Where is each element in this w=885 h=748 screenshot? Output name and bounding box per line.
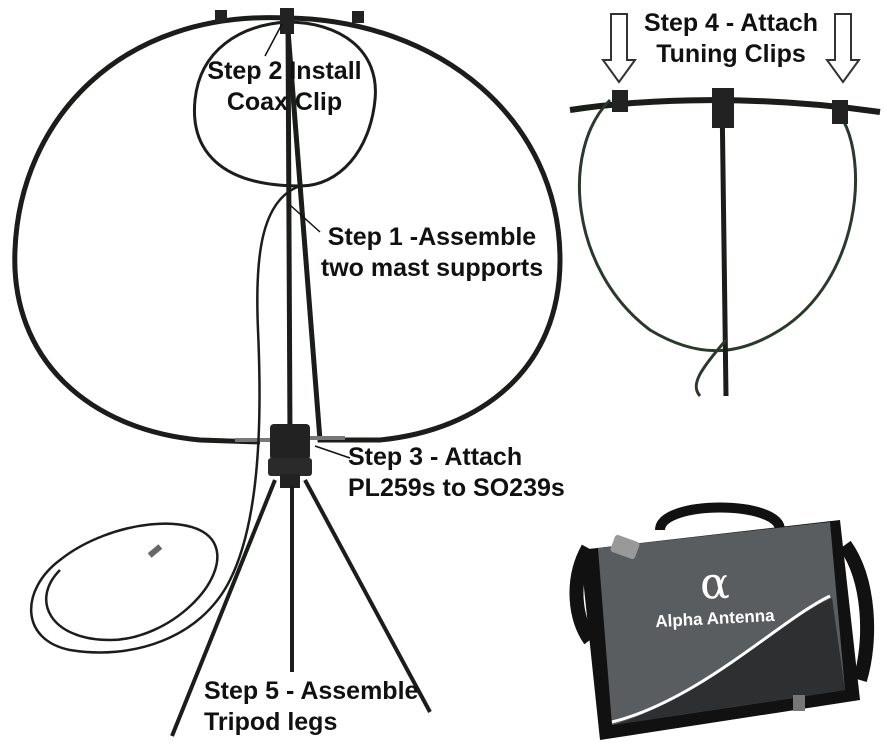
step1-label: Step 1 -Assemble two mast supports — [312, 222, 552, 284]
step2-line2: Coax Clip — [226, 88, 343, 116]
main-loop — [12, 15, 563, 445]
top-clip — [280, 8, 294, 34]
step3-line2: PL259s to SO239s — [348, 474, 565, 502]
tripod-leg — [170, 479, 277, 737]
step4-label: Step 4 - Attach Tuning Clips — [632, 8, 830, 70]
step2-line1: Step 2 Install — [207, 57, 362, 85]
arrow-down-icon — [825, 13, 861, 84]
step4-line1: Step 4 - Attach — [643, 9, 819, 37]
tripod-leg — [303, 479, 432, 713]
step4-line2: Tuning Clips — [656, 40, 806, 68]
mast — [285, 19, 293, 441]
alpha-logo: α — [700, 558, 730, 609]
coax-cable — [29, 184, 301, 654]
carry-bag — [569, 502, 875, 740]
step5-line2: Tripod legs — [204, 708, 338, 736]
tuning-clip-inset — [569, 13, 881, 398]
step3-line1: Step 3 - Attach — [348, 443, 523, 471]
step1-line1: Step 1 -Assemble — [327, 223, 537, 251]
step3-label: Step 3 - Attach PL259s to SO239s — [348, 442, 588, 504]
step1-line2: two mast supports — [320, 254, 544, 282]
connector-box — [270, 424, 310, 460]
step5-label: Step 5 - Assemble Tripod legs — [204, 676, 419, 738]
arrow-down-icon — [601, 13, 637, 84]
step2-label: Step 2 Install Coax Clip — [192, 56, 377, 118]
step5-line1: Step 5 - Assemble — [204, 677, 419, 705]
